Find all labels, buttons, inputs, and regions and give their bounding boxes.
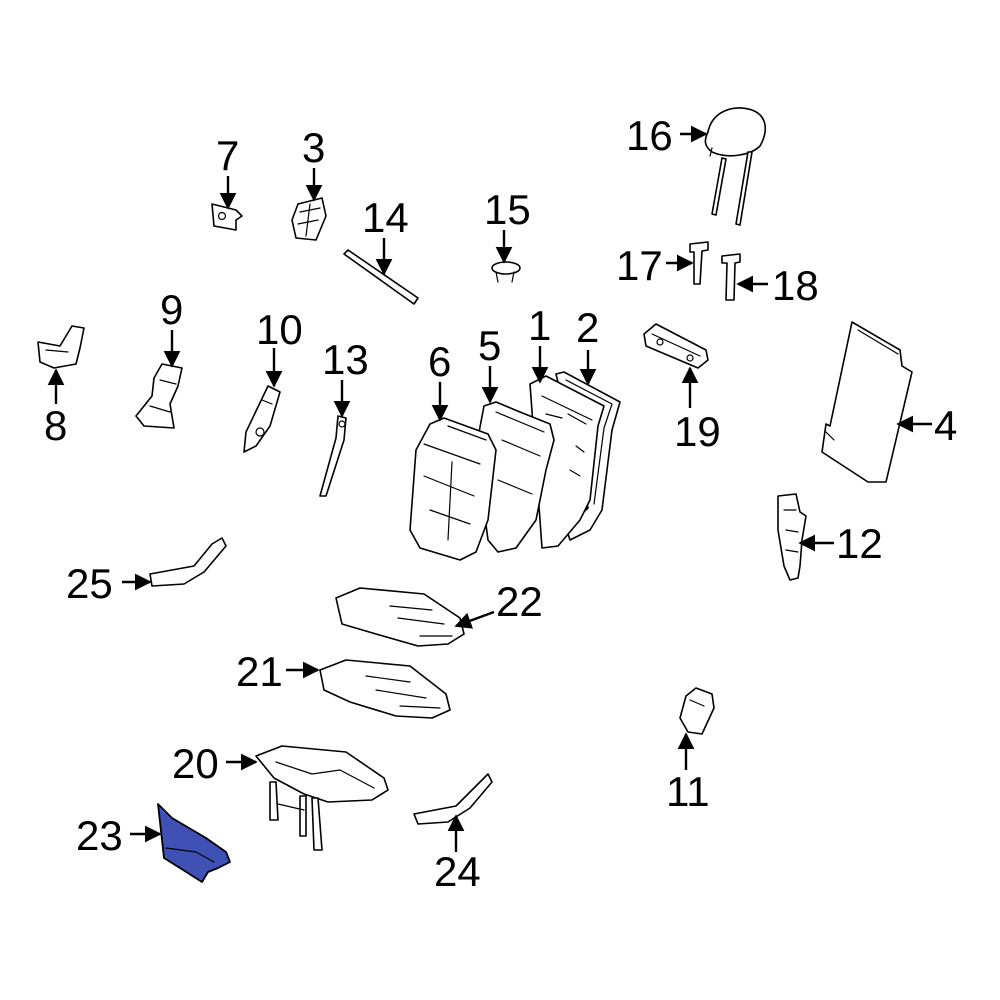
part-12-latch[interactable]	[777, 493, 807, 581]
callout-8: 8	[44, 402, 67, 449]
part-6-seatback-cushion[interactable]	[409, 417, 497, 561]
callout-20: 20	[172, 740, 219, 787]
part-1-seatback-pad[interactable]	[529, 375, 605, 549]
part-21-cushion-pad[interactable]	[319, 659, 451, 719]
part-18-guide[interactable]	[721, 253, 741, 301]
callout-13: 13	[322, 336, 369, 383]
part-19-hinge-cover[interactable]	[643, 323, 709, 369]
callout-6: 6	[428, 338, 451, 385]
part-10-hinge-trim[interactable]	[243, 385, 281, 453]
part-17-guide[interactable]	[689, 241, 709, 285]
part-7-bracket[interactable]	[211, 203, 243, 231]
arrow-22	[454, 610, 495, 629]
callout-9: 9	[160, 286, 183, 333]
part-13-cable[interactable]	[319, 415, 347, 497]
callout-7: 7	[216, 132, 239, 179]
callout-16: 16	[626, 112, 673, 159]
callout-21: 21	[236, 648, 283, 695]
callout-3: 3	[302, 124, 325, 171]
part-9-cover[interactable]	[135, 363, 183, 429]
part-8-side-shield[interactable]	[37, 325, 85, 369]
callout-25: 25	[66, 560, 113, 607]
part-4-back-panel[interactable]	[821, 321, 913, 483]
callout-10: 10	[256, 306, 303, 353]
callout-24: 24	[434, 848, 481, 895]
callout-15: 15	[484, 186, 531, 233]
part-5-seatback-cover[interactable]	[475, 401, 555, 553]
part-23-cover-highlighted[interactable]	[157, 803, 231, 883]
part-16-headrest[interactable]	[704, 107, 767, 226]
callout-17: 17	[616, 242, 663, 289]
callout-19: 19	[674, 408, 721, 455]
callout-11: 11	[666, 768, 710, 815]
callout-22: 22	[496, 578, 543, 625]
part-14-rod[interactable]	[343, 249, 419, 305]
callout-1: 1	[528, 302, 551, 349]
part-15-clip[interactable]	[491, 261, 521, 283]
callout-2: 2	[576, 304, 599, 351]
part-25-side-trim[interactable]	[149, 537, 227, 587]
part-3-cover[interactable]	[291, 197, 327, 241]
callout-12: 12	[836, 520, 883, 567]
callout-14: 14	[362, 194, 409, 241]
part-24-trim[interactable]	[413, 773, 493, 825]
part-11-cap[interactable]	[679, 687, 715, 735]
part-22-cushion-cover[interactable]	[335, 587, 465, 647]
callout-23: 23	[76, 812, 123, 859]
callout-18: 18	[772, 262, 819, 309]
part-20-cushion-frame[interactable]	[255, 745, 389, 851]
callout-4: 4	[934, 402, 957, 449]
callout-5: 5	[478, 322, 501, 369]
